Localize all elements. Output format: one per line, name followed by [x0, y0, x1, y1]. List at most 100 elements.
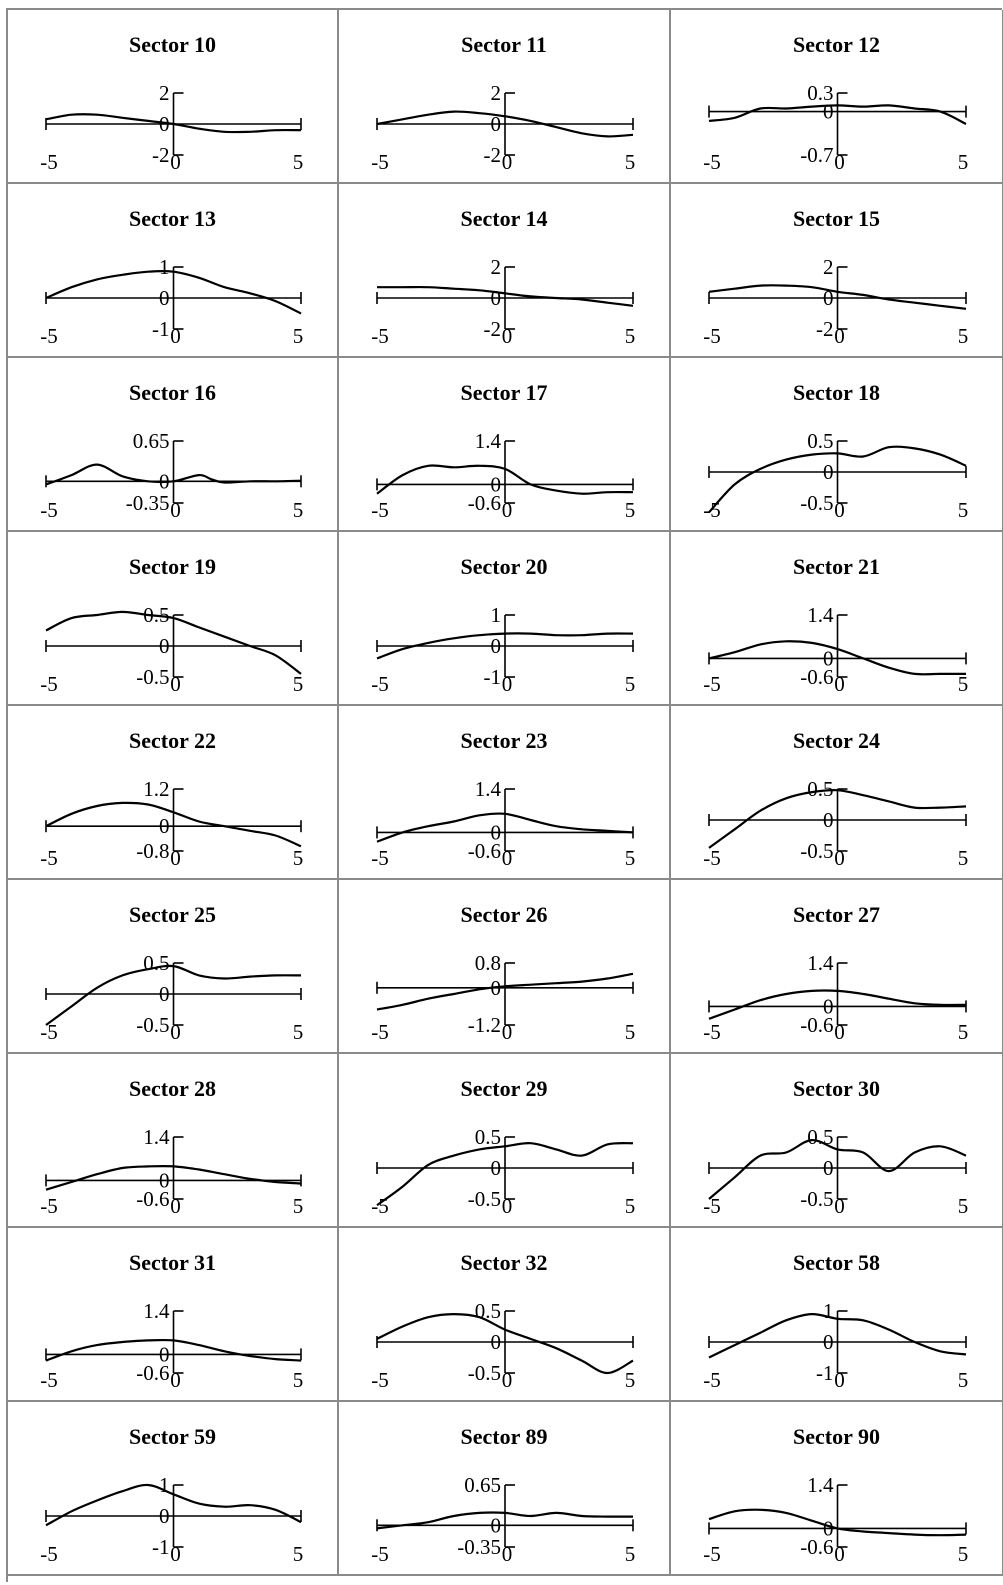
y-tick-label-max: 1: [823, 1299, 834, 1323]
x-tick-label-zero: 0: [170, 846, 181, 870]
y-tick-label-zero: 0: [823, 100, 834, 124]
y-tick-label-max: 2: [491, 255, 502, 279]
y-tick-label-min: -0.6: [136, 1187, 169, 1211]
x-tick-label-min: -5: [703, 1020, 721, 1044]
y-tick-label-zero: 0: [823, 1156, 834, 1180]
x-tick-label-min: -5: [40, 1194, 58, 1218]
series-line: [45, 1338, 302, 1362]
series-line: [45, 964, 302, 1026]
x-tick-label-max: 5: [625, 324, 636, 348]
y-tick-label-zero: 0: [823, 460, 834, 484]
chart-title: Sector 30: [793, 1076, 880, 1101]
y-tick-label-max: 1.2: [143, 777, 169, 801]
x-tick-label-max: 5: [625, 498, 636, 522]
y-tick-label-min: -1: [152, 1535, 170, 1559]
x-tick-label-zero: 0: [834, 324, 845, 348]
chart-title: Sector 25: [129, 902, 216, 927]
y-tick-label-max: 1.4: [475, 429, 502, 453]
y-tick-label-zero: 0: [491, 1330, 502, 1354]
chart-title: Sector 22: [129, 728, 216, 753]
y-tick-label-max: 0.5: [475, 1299, 501, 1323]
y-tick-label-min: -1: [816, 1361, 834, 1385]
chart-title: Sector 12: [793, 32, 880, 57]
y-tick-label-zero: 0: [159, 634, 170, 658]
x-tick-label-zero: 0: [834, 1542, 845, 1566]
chart-title: Sector 20: [460, 554, 548, 579]
x-tick-label-zero: 0: [502, 324, 513, 348]
chart-title: Sector 32: [460, 1250, 548, 1275]
series-line: [376, 464, 634, 495]
chart-title: Sector 29: [460, 1076, 548, 1101]
y-tick-label-min: -1: [484, 665, 502, 689]
x-tick-label-zero: 0: [834, 1194, 845, 1218]
y-tick-label-min: -0.6: [136, 1361, 169, 1385]
y-tick-label-zero: 0: [159, 112, 170, 136]
chart-title: Sector 26: [460, 902, 548, 927]
x-tick-label-max: 5: [293, 150, 304, 174]
x-tick-label-zero: 0: [502, 150, 513, 174]
chart-title: Sector 58: [793, 1250, 880, 1275]
y-tick-label-max: 1.4: [807, 603, 834, 627]
series-line: [376, 110, 634, 138]
x-tick-label-max: 5: [293, 324, 304, 348]
chart-title: Sector 19: [129, 554, 216, 579]
x-tick-label-zero: 0: [834, 1020, 845, 1044]
x-tick-label-zero: 0: [834, 1368, 845, 1392]
y-tick-label-min: -0.5: [136, 665, 169, 689]
chart-title: Sector 28: [129, 1076, 216, 1101]
x-tick-label-max: 5: [293, 846, 304, 870]
chart-title: Sector 11: [461, 32, 547, 57]
x-tick-label-zero: 0: [502, 498, 513, 522]
x-tick-label-zero: 0: [502, 1194, 513, 1218]
x-tick-label-zero: 0: [170, 1368, 181, 1392]
y-tick-label-zero: 0: [159, 814, 170, 838]
series-line: [45, 463, 302, 486]
y-tick-label-max: 1: [159, 1473, 170, 1497]
y-tick-label-zero: 0: [159, 982, 170, 1006]
chart-title: Sector 16: [129, 380, 216, 405]
y-tick-label-max: 1: [159, 255, 170, 279]
series-line: [708, 989, 967, 1020]
x-tick-label-max: 5: [625, 1368, 636, 1392]
x-tick-label-zero: 0: [834, 846, 845, 870]
chart-title: Sector 18: [793, 380, 880, 405]
y-tick-label-max: 1.4: [807, 951, 834, 975]
y-tick-label-min: -0.5: [468, 1361, 501, 1385]
series-line: [376, 285, 634, 307]
y-tick-label-zero: 0: [491, 1156, 502, 1180]
x-tick-label-max: 5: [958, 672, 969, 696]
x-tick-label-zero: 0: [170, 1020, 181, 1044]
y-tick-label-min: -2: [816, 317, 834, 341]
y-tick-label-max: 2: [159, 81, 170, 105]
y-tick-label-max: 0.65: [464, 1473, 501, 1497]
y-tick-label-max: 1.4: [475, 777, 502, 801]
x-tick-label-min: -5: [40, 150, 58, 174]
y-tick-label-zero: 0: [159, 1504, 170, 1528]
y-tick-label-min: -2: [484, 317, 502, 341]
y-tick-label-zero: 0: [823, 994, 834, 1018]
